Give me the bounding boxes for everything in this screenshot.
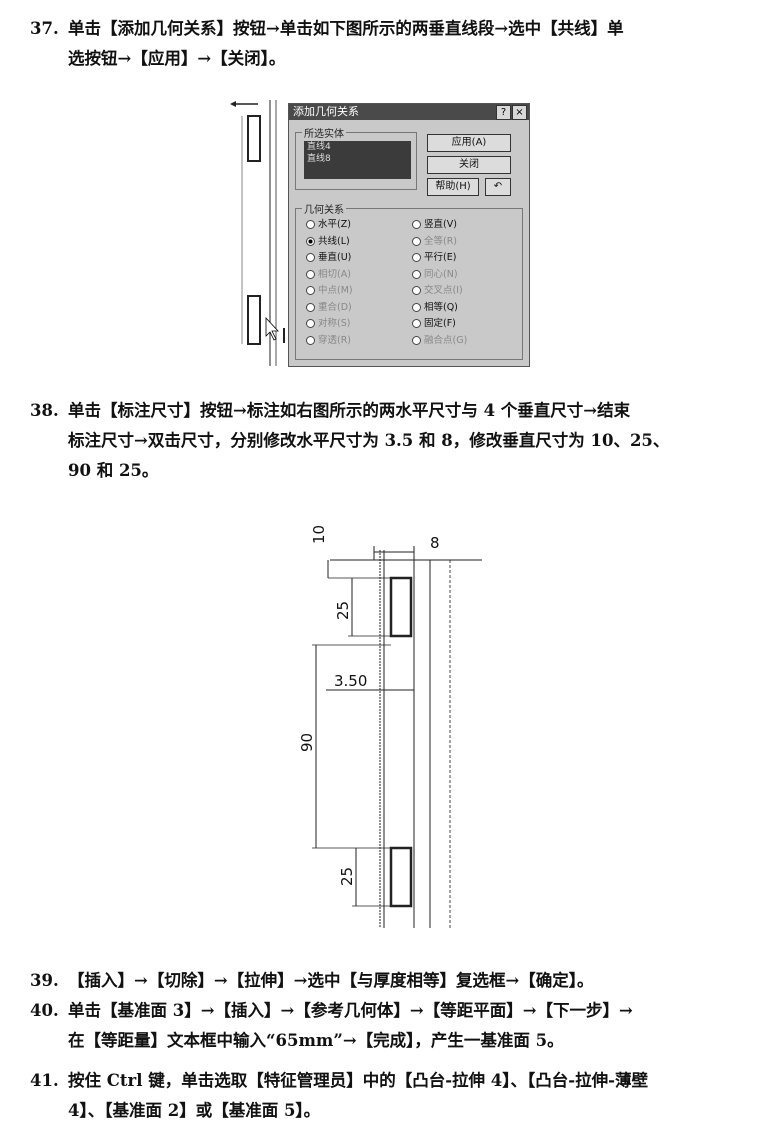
radio-circle-icon bbox=[412, 319, 421, 328]
dim-horizontal-8[interactable]: 8 bbox=[430, 534, 440, 552]
radio-circle-icon bbox=[306, 220, 315, 229]
step-text-continued: 选按钮→【应用】→【关闭】。 bbox=[68, 49, 286, 68]
radio-label: 固定(F) bbox=[424, 318, 456, 329]
step-number: 37. bbox=[30, 19, 59, 38]
step-number: 41. bbox=[30, 1071, 59, 1090]
sketch-fragment bbox=[230, 100, 285, 366]
step-number: 39. bbox=[30, 971, 59, 990]
selected-entities-group: 所选实体 直线4 直线8 bbox=[295, 125, 417, 190]
step-text: 【插入】→【切除】→【拉伸】→选中【与厚度相等】复选框→【确定】。 bbox=[68, 971, 594, 990]
dialog-title-bar: 添加几何关系 ? × bbox=[289, 104, 529, 120]
help-button[interactable]: 帮助(H) bbox=[427, 178, 479, 196]
radio-label: 平行(E) bbox=[424, 252, 457, 263]
step-text-continued: 标注尺寸→双击尺寸，分别修改水平尺寸为 3.5 和 8，修改垂直尺寸为 10、2… bbox=[68, 431, 670, 450]
step-37: 37. 单击【添加几何关系】按钮→单击如下图所示的两垂直线段→选中【共线】单 选按… bbox=[30, 14, 752, 74]
relation-radio-option[interactable]: 全等(R) bbox=[412, 236, 457, 248]
selected-entities-label: 所选实体 bbox=[302, 125, 346, 140]
list-item[interactable]: 直线8 bbox=[307, 154, 331, 164]
relation-radio-option[interactable]: 融合点(G) bbox=[412, 335, 467, 347]
dim-vertical-10[interactable]: 10 bbox=[310, 525, 328, 544]
step-38: 38.单击【标注尺寸】按钮→标注如右图所示的两水平尺寸与 4 个垂直尺寸→结束 … bbox=[30, 396, 752, 486]
radio-label: 同心(N) bbox=[424, 268, 458, 280]
relations-label: 几何关系 bbox=[302, 201, 346, 216]
relation-radio-option[interactable]: 中点(M) bbox=[306, 285, 353, 297]
relation-radio-option[interactable]: 穿透(R) bbox=[306, 335, 351, 347]
radio-circle-icon bbox=[412, 236, 421, 246]
relation-radio-option[interactable]: 同心(N) bbox=[412, 269, 458, 281]
relation-radio-option[interactable]: 竖直(V) bbox=[412, 219, 457, 231]
radio-label: 全等(R) bbox=[424, 235, 458, 247]
undo-button[interactable]: ↶ bbox=[485, 178, 511, 196]
step-number: 40. bbox=[30, 1001, 59, 1020]
radio-circle-icon bbox=[412, 269, 421, 279]
radio-circle-icon bbox=[306, 269, 315, 279]
radio-circle-icon bbox=[412, 286, 421, 295]
radio-label: 竖直(V) bbox=[424, 219, 457, 230]
relation-radio-option[interactable]: 交叉点(I) bbox=[412, 285, 463, 297]
radio-circle-icon bbox=[306, 335, 315, 345]
radio-circle-icon bbox=[306, 302, 315, 312]
radio-circle-icon bbox=[306, 286, 315, 295]
close-button[interactable]: 关闭 bbox=[427, 156, 511, 174]
relations-group: 几何关系 水平(Z) 共线(L) 垂直(U) 相切(A) 中点(M) 重合(D) 对称(S)… bbox=[295, 201, 523, 360]
step-text-continued: 4】、【基准面 2】或【基准面 5】。 bbox=[68, 1101, 321, 1120]
selected-entities-list[interactable]: 直线4 直线8 bbox=[304, 141, 411, 179]
step-text: 单击【基准面 3】→【插入】→【参考几何体】→【等距平面】→【下一步】→ bbox=[68, 1001, 633, 1020]
step-number: 38. bbox=[30, 401, 59, 420]
radio-circle-icon bbox=[306, 236, 315, 246]
dim-vertical-90[interactable]: 90 bbox=[298, 733, 316, 752]
radio-label: 重合(D) bbox=[318, 301, 352, 313]
radio-label: 共线(L) bbox=[318, 235, 350, 247]
radio-circle-icon bbox=[306, 319, 315, 328]
relation-radio-option[interactable]: 水平(Z) bbox=[306, 219, 351, 231]
relation-radio-option[interactable]: 相切(A) bbox=[306, 269, 351, 281]
relation-radio-option[interactable]: 相等(Q) bbox=[412, 302, 458, 314]
radio-label: 相等(Q) bbox=[424, 301, 458, 313]
radio-label: 穿透(R) bbox=[318, 334, 352, 346]
dimension-sketch: 8 10 25 90 3.50 25 bbox=[290, 520, 500, 930]
radio-circle-icon bbox=[412, 253, 421, 262]
step-text: 按住 Ctrl 键，单击选取【特征管理员】中的【凸台-拉伸 4】、【凸台-拉伸-… bbox=[68, 1071, 648, 1090]
radio-circle-icon bbox=[412, 220, 421, 229]
step-text: 单击【标注尺寸】按钮→标注如右图所示的两水平尺寸与 4 个垂直尺寸→结束 bbox=[68, 401, 631, 420]
step-41: 41. 按住 Ctrl 键，单击选取【特征管理员】中的【凸台-拉伸 4】、【凸台-… bbox=[30, 1066, 752, 1126]
dialog-title: 添加几何关系 bbox=[293, 105, 359, 118]
dim-vertical-25-top[interactable]: 25 bbox=[334, 601, 352, 620]
add-relation-dialog-figure: 添加几何关系 ? × 所选实体 直线4 直线8 应用(A) 关闭 帮助(H) ↶… bbox=[228, 98, 548, 368]
help-title-button[interactable]: ? bbox=[496, 105, 511, 120]
relation-radio-option[interactable]: 垂直(U) bbox=[306, 252, 351, 264]
dialog-window: 添加几何关系 ? × 所选实体 直线4 直线8 应用(A) 关闭 帮助(H) ↶… bbox=[288, 103, 530, 367]
radio-label: 中点(M) bbox=[318, 285, 353, 296]
step-39: 39. 【插入】→【切除】→【拉伸】→选中【与厚度相等】复选框→【确定】。 bbox=[30, 966, 752, 996]
relation-radio-option[interactable]: 对称(S) bbox=[306, 318, 350, 330]
radio-circle-icon bbox=[306, 253, 315, 262]
radio-label: 水平(Z) bbox=[318, 219, 351, 230]
step-40: 40.单击【基准面 3】→【插入】→【参考几何体】→【等距平面】→【下一步】→ … bbox=[30, 996, 752, 1056]
step-text-continued: 在【等距量】文本框中输入“65mm”→【完成】，产生一基准面 5。 bbox=[68, 1031, 564, 1050]
step-text: 单击【添加几何关系】按钮→单击如下图所示的两垂直线段→选中【共线】单 bbox=[68, 19, 624, 38]
radio-circle-icon bbox=[412, 302, 421, 312]
relation-radio-option[interactable]: 固定(F) bbox=[412, 318, 456, 330]
relation-radio-option[interactable]: 平行(E) bbox=[412, 252, 456, 264]
radio-circle-icon bbox=[412, 335, 421, 345]
list-item[interactable]: 直线4 bbox=[307, 142, 331, 152]
radio-label: 垂直(U) bbox=[318, 252, 352, 263]
close-title-button[interactable]: × bbox=[512, 105, 527, 120]
dim-vertical-25-bottom[interactable]: 25 bbox=[338, 867, 356, 886]
radio-label: 融合点(G) bbox=[424, 334, 468, 346]
step-text-continued: 90 和 25。 bbox=[68, 461, 159, 480]
radio-label: 对称(S) bbox=[318, 318, 351, 329]
radio-label: 相切(A) bbox=[318, 268, 351, 280]
apply-button[interactable]: 应用(A) bbox=[427, 134, 511, 152]
relation-radio-option[interactable]: 共线(L) bbox=[306, 236, 350, 248]
dim-horizontal-3-50[interactable]: 3.50 bbox=[334, 672, 367, 690]
relation-radio-option[interactable]: 重合(D) bbox=[306, 302, 352, 314]
radio-label: 交叉点(I) bbox=[424, 285, 463, 296]
